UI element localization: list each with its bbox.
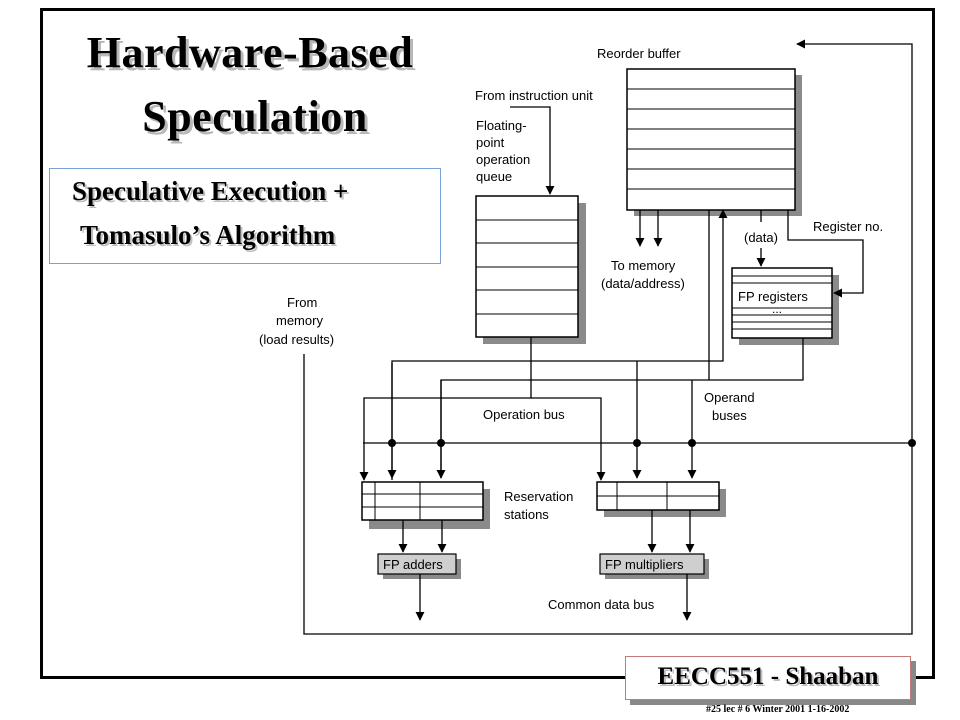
subtitle-line2: Tomasulo’s Algorithm [80,220,336,250]
slide-footer: #25 lec # 6 Winter 2001 1-16-2002 [706,704,850,715]
reorder-buffer [626,68,802,216]
fp-registers-ellipsis: ... [772,302,782,316]
fp-queue-label-1: Floating- [476,118,527,133]
fp-queue-label-3: operation [476,152,530,167]
reservation-stations-label-1: Reservation [504,489,573,504]
fp-multipliers-unit [599,553,709,579]
slide-frame [40,8,935,679]
operand-buses-label-1: Operand [704,390,755,405]
to-memory-label-1: To memory [611,258,676,273]
fp-queue-label-2: point [476,135,505,150]
multiplier-reservation-stations [596,481,726,517]
slide-title-line2: Speculation [142,92,368,141]
adder-reservation-stations [361,481,490,529]
fp-multipliers-label: FP multipliers [605,557,684,572]
to-memory-label-2: (data/address) [601,276,685,291]
slide-title-line1: Hardware-Based [86,28,414,77]
subtitle-box [49,168,441,264]
fp-adders-label: FP adders [383,557,443,572]
fp-queue-label-4: queue [476,169,512,184]
fp-operation-queue [475,195,586,344]
course-badge-text: EECC551 - Shaaban [657,663,879,690]
reorder-buffer-label: Reorder buffer [597,46,681,61]
register-no-label: Register no. [813,219,883,234]
from-instruction-unit-label: From instruction unit [475,88,593,103]
course-badge: EECC551 - Shaaban [625,656,911,700]
common-data-bus-label: Common data bus [548,597,655,612]
fp-adders-unit [377,553,461,579]
fp-registers-label: FP registers [738,289,808,304]
subtitle-line1: Speculative Execution + [72,176,349,206]
from-memory-label-2: memory [276,313,323,328]
operation-bus-label: Operation bus [483,407,565,422]
reservation-stations-label-2: stations [504,507,549,522]
operand-buses-label-2: buses [712,408,747,423]
from-memory-label-1: From [287,295,317,310]
data-label: (data) [744,230,778,245]
from-memory-label-3: (load results) [259,332,334,347]
fp-registers-block [731,267,839,345]
